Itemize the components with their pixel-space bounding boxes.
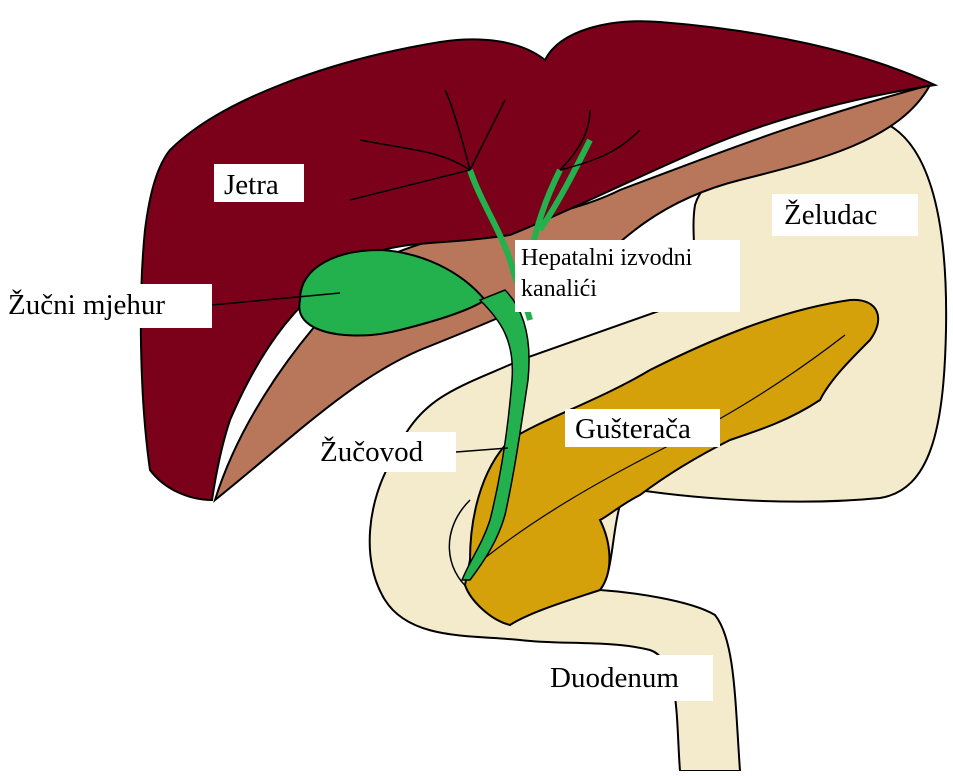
label-hepatalni-izvodni-kanalici: Hepatalni izvodni kanalići: [515, 240, 740, 312]
label-jetra: Jetra: [214, 164, 304, 202]
label-hepatalni-line-2: kanalići: [521, 274, 740, 305]
label-gusteraca: Gušterača: [565, 409, 720, 447]
label-zucovod: Žučovod: [310, 432, 456, 472]
label-duodenum: Duodenum: [538, 655, 713, 701]
label-zeludac: Želudac: [772, 194, 918, 236]
label-zucni-mjehur: Žučni mjehur: [0, 284, 212, 328]
label-hepatalni-line-1: Hepatalni izvodni: [521, 243, 740, 274]
